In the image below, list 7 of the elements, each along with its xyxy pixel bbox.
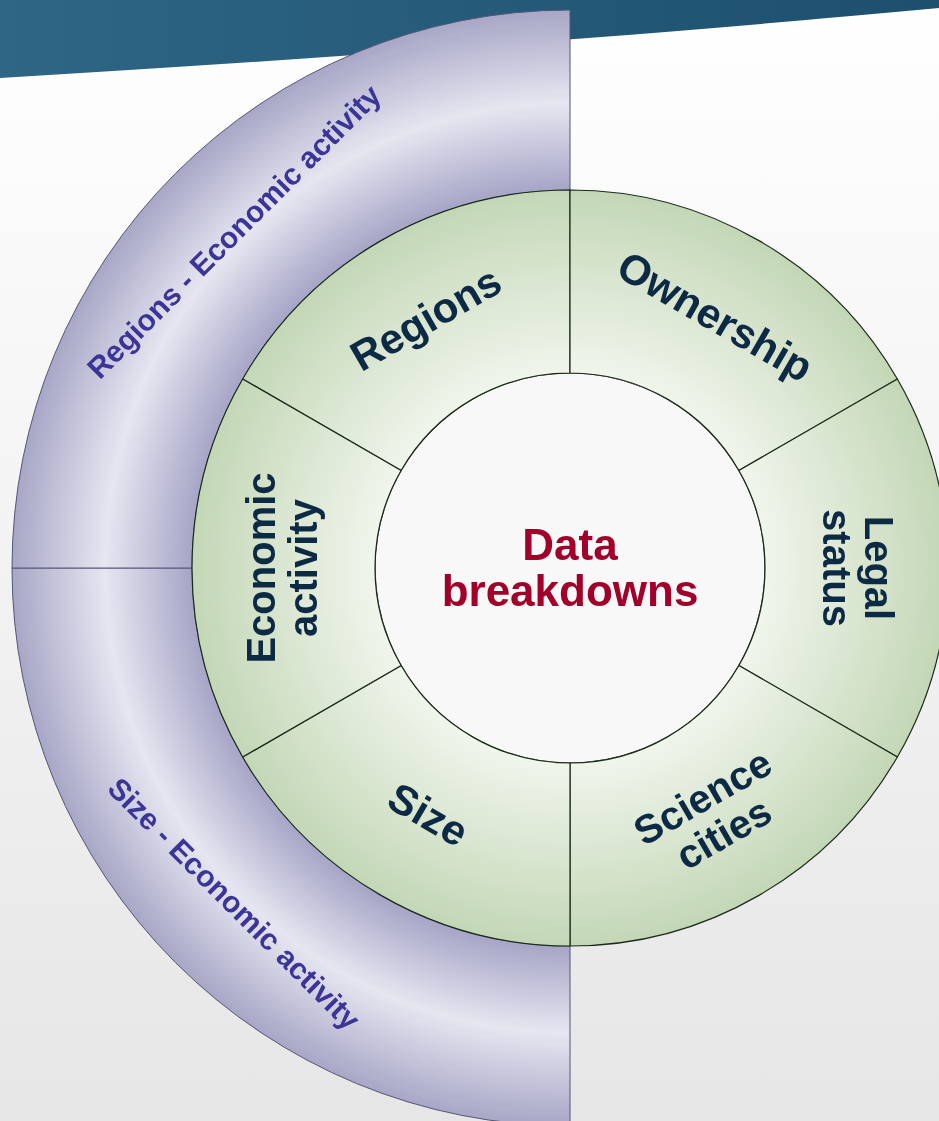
ring-segment [569,189,898,472]
segment-label: Legal status [816,508,900,629]
segment-label: Economic activity [240,471,324,666]
center-label: Data breakdowns [440,522,700,615]
ring-segment [192,378,402,758]
segment-label: Size [378,772,477,858]
ring-segment [569,664,898,947]
